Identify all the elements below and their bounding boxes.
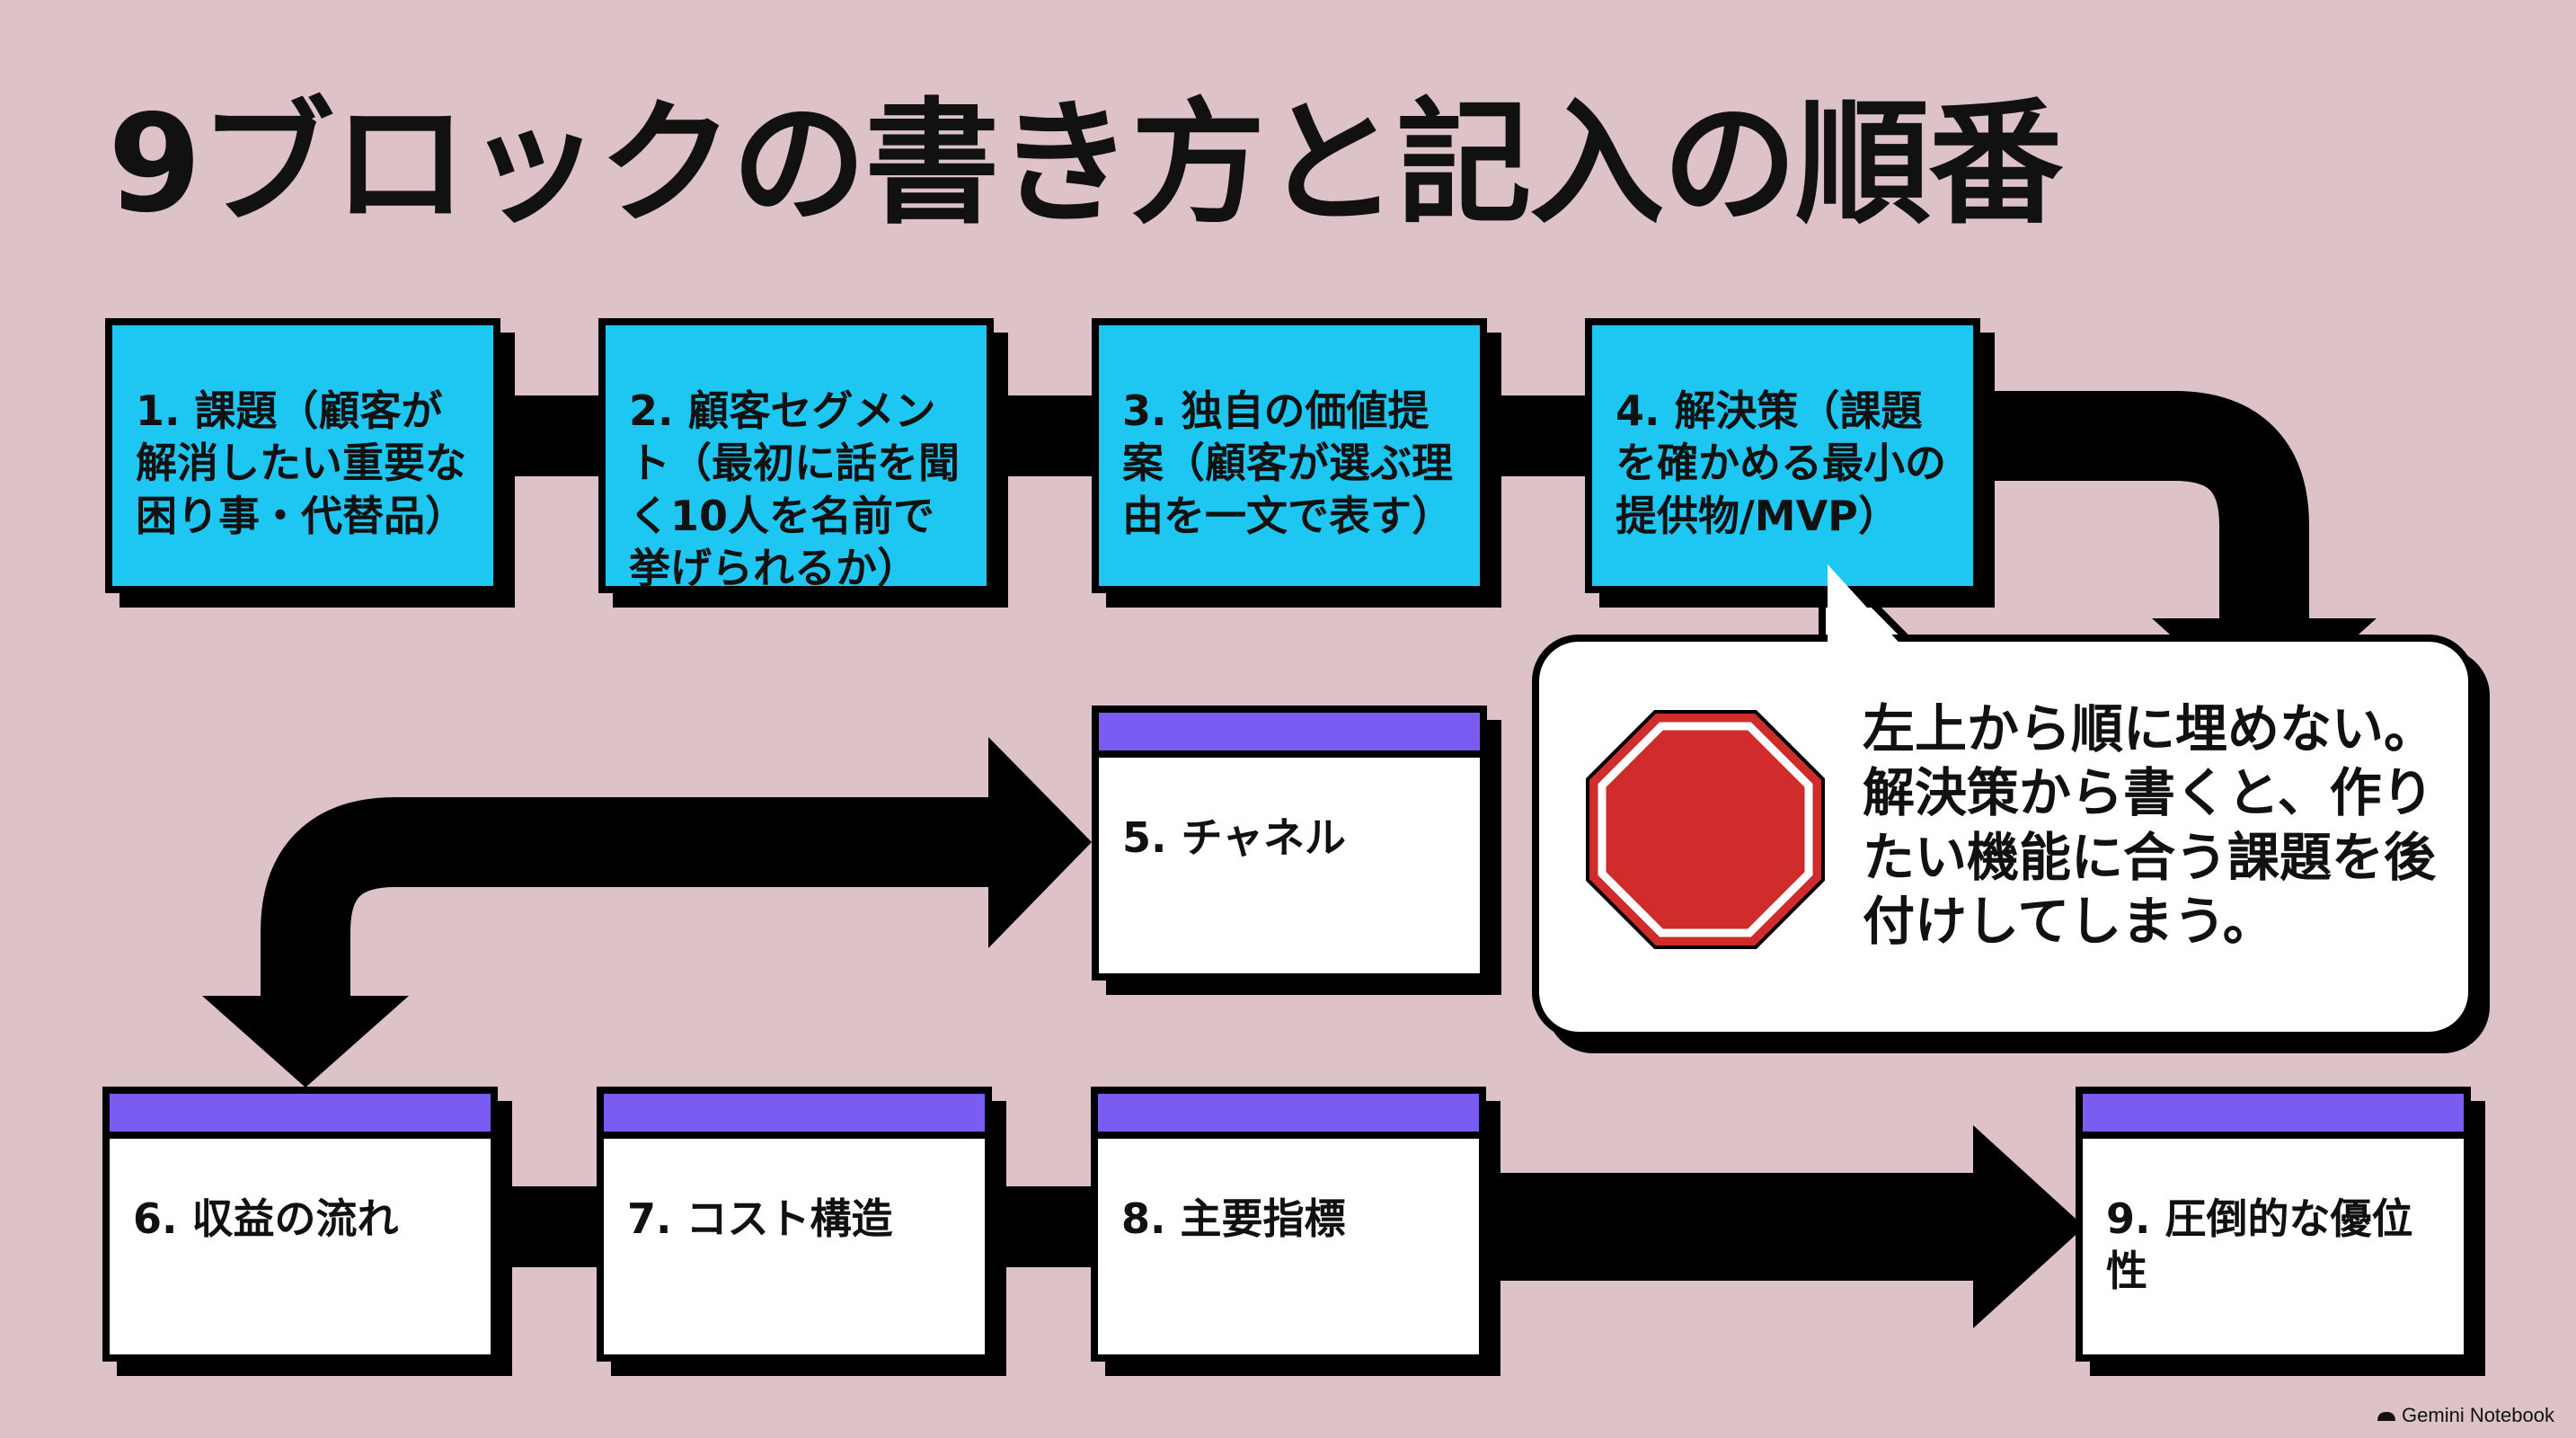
step-2-box: 2. 顧客セグメント（最初に話を聞く10人を名前で挙げられるか）: [598, 318, 994, 593]
connector-1-2: [485, 395, 620, 476]
step-7-label: 7. コスト構造: [627, 1194, 893, 1243]
step-3-box: 3. 独自の価値提案（顧客が選ぶ理由を一文で表す）: [1092, 318, 1487, 593]
step-6-box: 6. 収益の流れ: [102, 1087, 498, 1362]
step-5-label: 5. チャネル: [1122, 813, 1347, 862]
step-8-header-strip: [1098, 1094, 1479, 1139]
step-6-label: 6. 収益の流れ: [133, 1194, 399, 1243]
turn-arrow-right: [1968, 391, 2309, 620]
footer-brand: Gemini Notebook: [2377, 1404, 2554, 1427]
step-3-label: 3. 独自の価値提案（顧客が選ぶ理由を一文で表す）: [1122, 386, 1453, 540]
notebook-icon: [2377, 1412, 2396, 1421]
step-9-header-strip: [2083, 1094, 2464, 1139]
step-8-box: 8. 主要指標: [1091, 1087, 1486, 1362]
step-8-label: 8. 主要指標: [1121, 1194, 1346, 1243]
step-5-header-strip: [1099, 713, 1480, 758]
step-9-label: 9. 圧倒的な優位性: [2106, 1194, 2413, 1296]
footer-label: Gemini Notebook: [2402, 1404, 2554, 1426]
warning-text: 左上から順に埋めない。解決策から書くと、作りたい機能に合う課題を後付けしてしまう…: [1863, 698, 2437, 952]
connector-8-9-head: [1973, 1125, 2085, 1328]
step-6-header-strip: [110, 1094, 491, 1139]
return-arrow-head-down: [202, 996, 409, 1087]
step-5-box: 5. チャネル: [1092, 706, 1487, 981]
step-1-label: 1. 課題（顧客が解消したい重要な困り事・代替品）: [136, 386, 466, 540]
step-1-box: 1. 課題（顧客が解消したい重要な困り事・代替品）: [105, 318, 500, 593]
step-7-header-strip: [604, 1094, 985, 1139]
step-4-box: 4. 解決策（課題を確かめる最小の提供物/MVP）: [1585, 318, 1980, 593]
step-9-box: 9. 圧倒的な優位性: [2076, 1087, 2471, 1362]
step-4-label: 4. 解決策（課題を確かめる最小の提供物/MVP）: [1616, 386, 1946, 540]
connector-8-9-shaft: [1474, 1173, 1995, 1281]
step-2-label: 2. 顧客セグメント（最初に話を聞く10人を名前で挙げられるか）: [629, 386, 960, 593]
return-arrow-head-right: [988, 737, 1092, 948]
step-7-box: 7. コスト構造: [597, 1087, 992, 1362]
warning-callout: 左上から順に埋めない。解決策から書くと、作りたい機能に合う課題を後付けしてしまう…: [1532, 635, 2475, 1039]
stop-sign-icon: [1586, 710, 1825, 949]
page-title: 9ブロックの書き方と記入の順番: [108, 86, 2063, 243]
return-arrow: [261, 797, 1024, 998]
